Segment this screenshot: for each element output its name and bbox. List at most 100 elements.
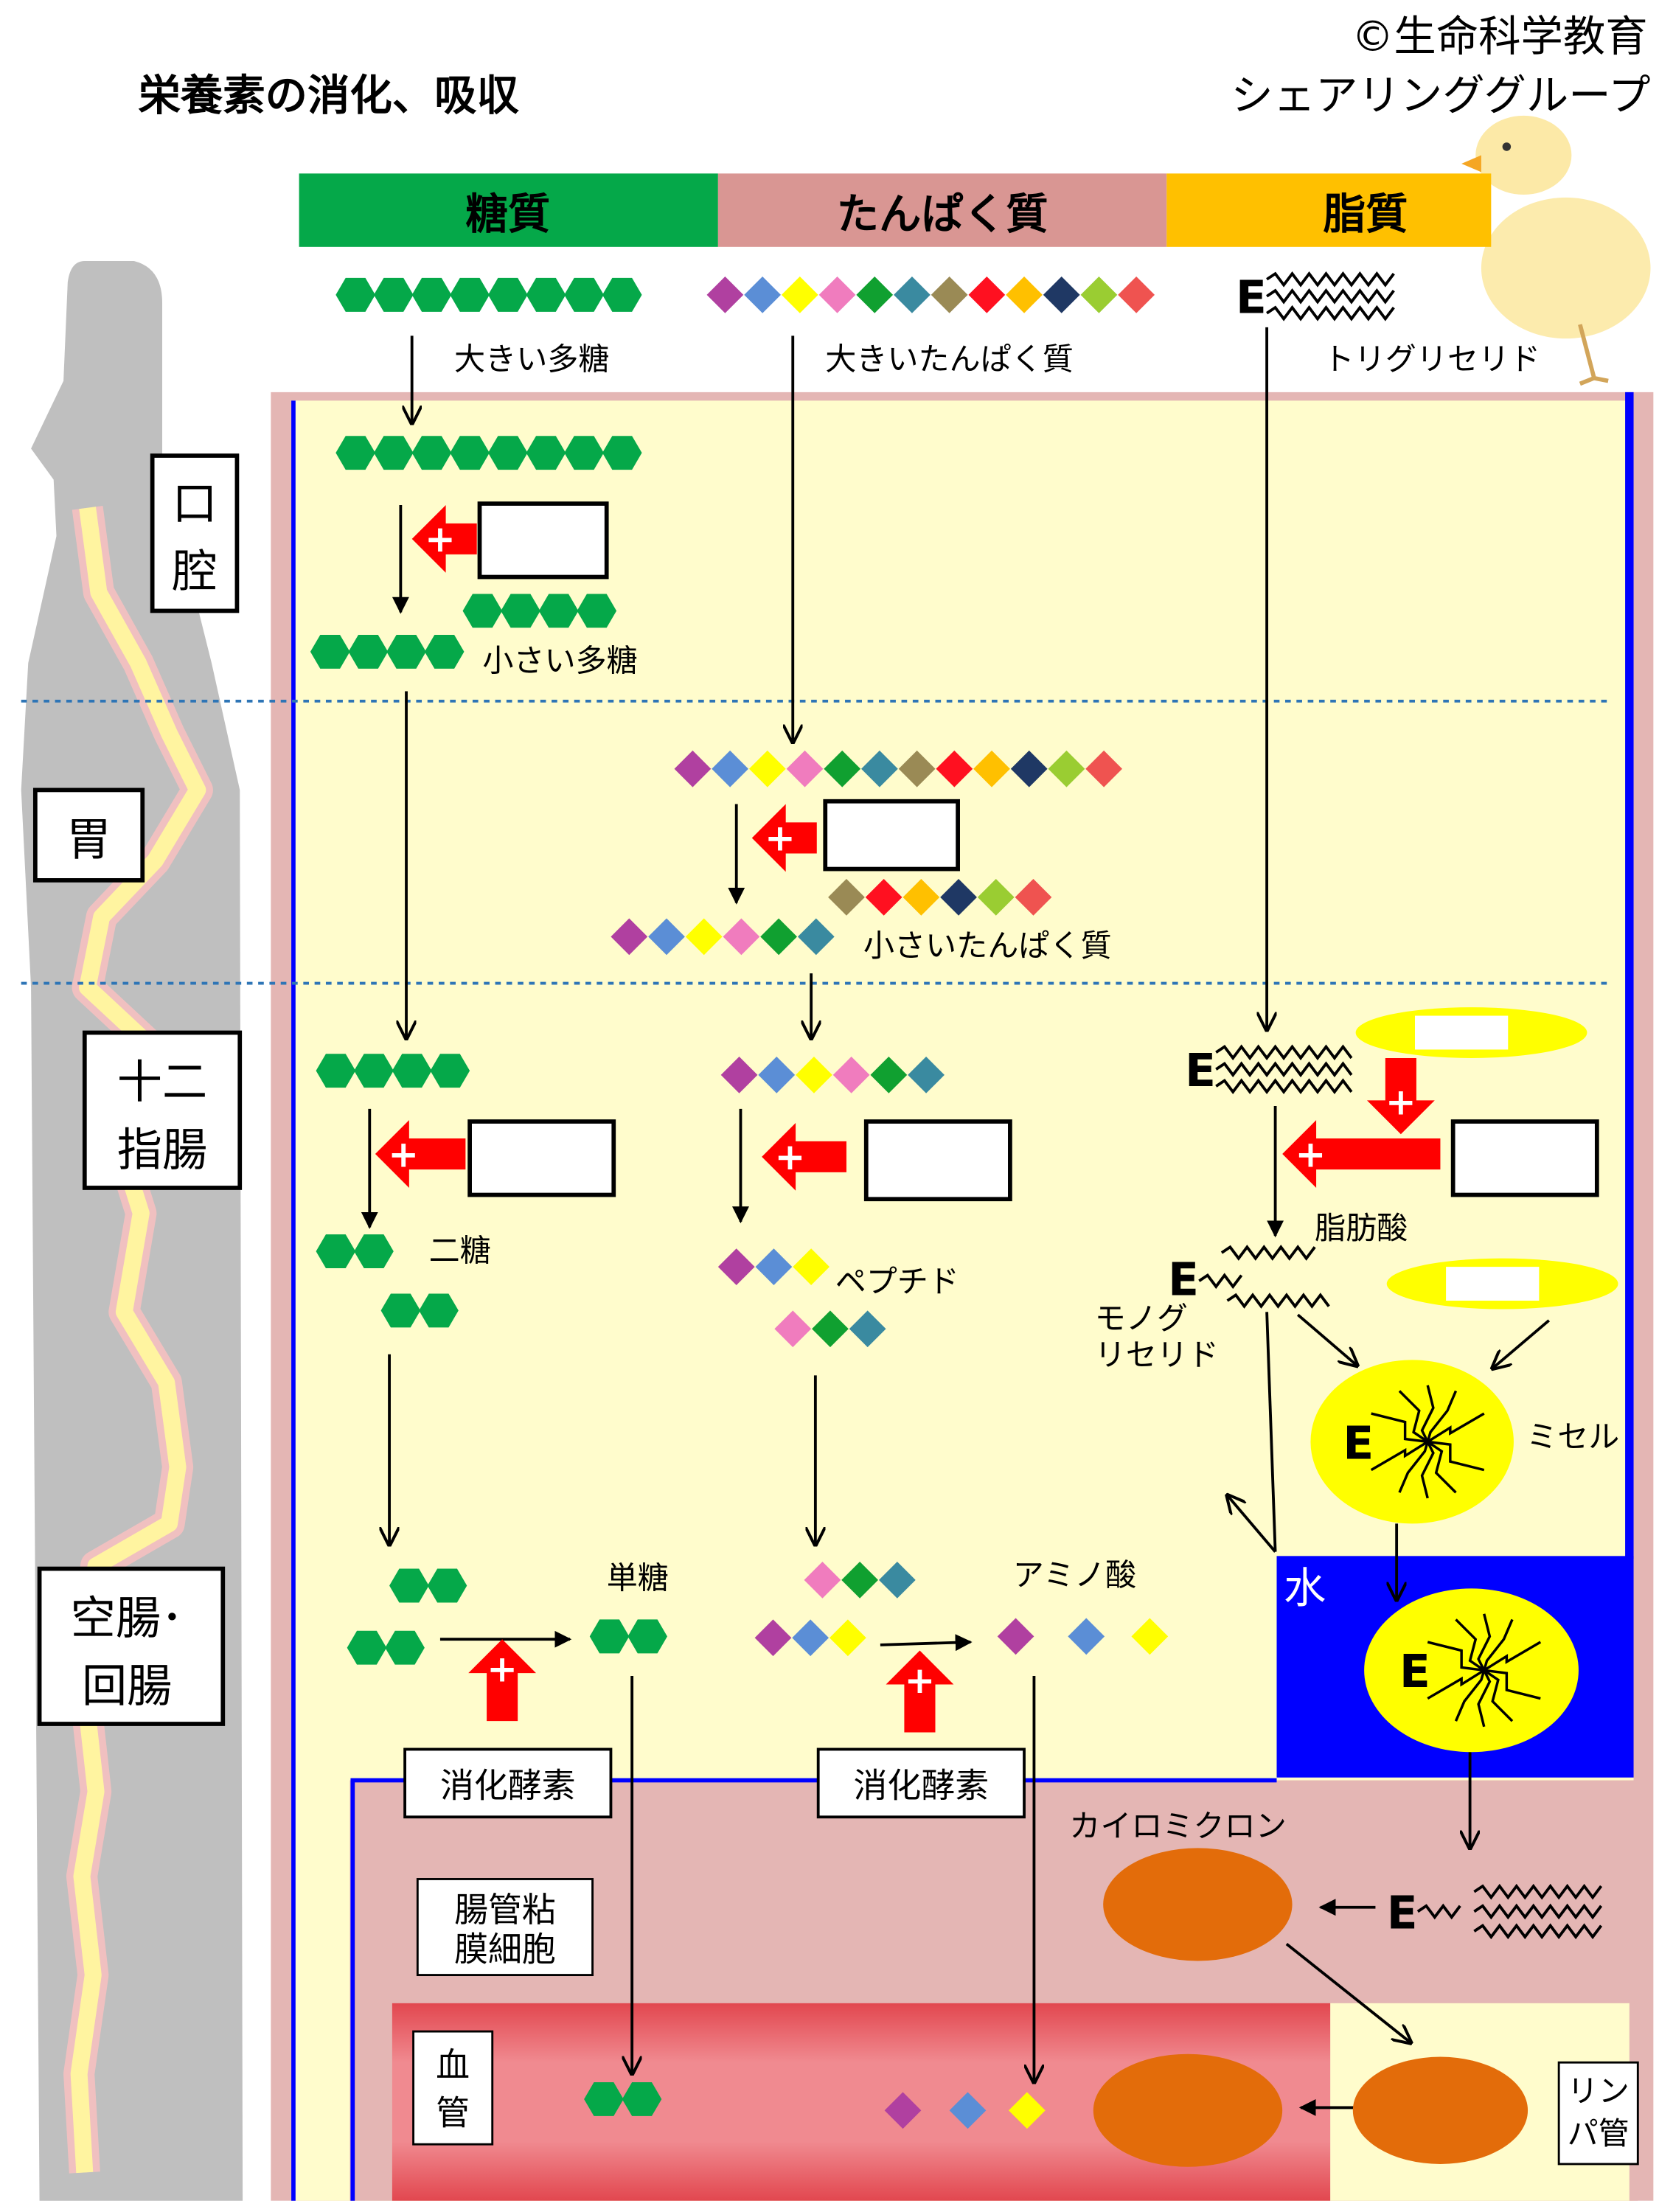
hexagon-sugar-unit [386,634,426,669]
hexagon-sugar-unit [347,1630,387,1665]
plus-sign: + [1385,1080,1416,1123]
fat-molecule: E [1387,1883,1603,1939]
diamond-amino-unit [1006,276,1043,313]
diamond-amino-unit [865,878,902,916]
diamond-amino-unit [781,276,818,313]
label-monoglyceride-1: モノグ [1095,1300,1188,1336]
svg-text:胃: 胃 [66,813,111,866]
svg-text:リン: リン [1568,2073,1630,2110]
fat-molecule: E [1168,1245,1330,1309]
protein-arrows [728,335,1034,2082]
svg-text:パ管: パ管 [1568,2115,1630,2152]
fat-arrows [1228,327,1551,2116]
label-large-protein: 大きいたんぱく質 [825,341,1074,377]
hexagon-sugar-unit [584,2081,624,2116]
hexagon-sugar-unit [564,277,604,312]
hexagon-sugar-unit [348,634,389,669]
plus-sign: + [765,817,796,860]
hexagon-sugar-unit [335,436,375,470]
hexagon-sugar-unit [380,1293,421,1328]
svg-text:E: E [1168,1253,1199,1306]
hexagon-sugar-unit [622,2081,662,2116]
chylomicron-blood [1093,2053,1283,2167]
label-large-polysaccharide: 大きい多糖 [454,341,609,377]
hexagon-sugar-unit [538,594,579,628]
header-carb [299,173,718,247]
svg-text:十二: 十二 [117,1057,207,1109]
label-monosaccharide: 単糖 [607,1559,669,1596]
bile-ellipses [1355,1007,1618,1310]
plus-sign: + [1295,1133,1326,1175]
diamond-amino-unit [1118,276,1155,313]
hexagon-sugar-unit [411,436,452,470]
hexagon-sugar-unit [385,1630,425,1665]
diamond-amino-unit [830,1619,866,1657]
red-enzyme-arrow [1282,1120,1441,1188]
amylase-blank-box [477,501,609,580]
diamond-amino-unit [712,750,748,787]
plus-sign: + [775,1135,806,1178]
page-title: 栄養素の消化、吸収 [138,71,519,120]
hexagon-sugar-unit [354,1234,394,1269]
svg-text:指腸: 指腸 [117,1124,207,1176]
svg-text:消化酵素: 消化酵素 [440,1765,576,1805]
label-small-polysaccharide: 小さい多糖 [482,643,637,679]
label-disaccharide: 二糖 [429,1232,491,1268]
red-enzyme-arrow [411,504,477,573]
red-enzyme-arrow [762,1122,846,1191]
svg-text:口: 口 [172,478,217,530]
hexagon-sugar-unit [526,436,566,470]
diamond-amino-unit [793,1248,830,1285]
enzyme-boxes [467,501,1599,1202]
trypsin-blank-box [863,1119,1012,1202]
lymph-vessel-label: リン パ管 [1557,2061,1639,2166]
diamond-amino-unit [818,276,856,313]
diamond-amino-unit [804,1561,841,1599]
hexagon-sugar-unit [335,277,375,312]
hexagon-sugar-unit [501,594,540,628]
svg-text:E: E [1236,272,1267,324]
hexagon-sugar-unit [419,1293,459,1328]
hexagon-sugar-unit [411,277,452,312]
chick-illustration [1461,115,1651,386]
label-chylomicron: カイロミクロン [1069,1808,1287,1844]
organ-stomach: 胃 [32,787,145,883]
label-micelle: ミセル [1526,1419,1619,1455]
micelle-lumen [1310,1360,1514,1524]
svg-text:管: 管 [436,2093,470,2132]
plus-sign: + [905,1659,936,1702]
fat-molecule: E [1236,271,1395,324]
diamond-amino-unit [940,878,977,916]
hexagon-sugar-unit [392,1054,432,1088]
svg-text:回腸: 回腸 [82,1660,172,1712]
hexagon-sugar-unit [526,277,566,312]
red-enzyme-arrow [751,804,817,872]
diamond-amino-unit [674,750,712,787]
hexagon-sugar-unit [374,277,414,312]
diamond-amino-unit [717,1248,755,1285]
plus-sign: + [487,1648,518,1691]
label-amino-acid: アミノ酸 [1013,1557,1136,1593]
mucosal-cell-label: 腸管粘 膜細胞 [416,1878,594,1977]
hexagon-sugar-unit [564,436,604,470]
hexagon-sugar-unit [424,634,465,669]
svg-text:腔: 腔 [172,546,217,598]
diamond-amino-unit [856,276,894,313]
blood-vessel-label: 血 管 [412,2030,494,2146]
label-peptide: ペプチド [835,1264,959,1300]
digestive-enzyme-label-protein: 消化酵素 [816,1747,1026,1819]
svg-text:消化酵素: 消化酵素 [854,1765,990,1805]
hexagon-sugar-unit [427,1568,467,1603]
glycerol-letter: E [1399,1646,1430,1698]
glycerol-letter: E [1343,1417,1374,1470]
label-small-protein: 小さいたんぱく質 [863,928,1112,964]
digestive-enzyme-label-carb: 消化酵素 [403,1747,613,1819]
hexagon-sugar-unit [577,594,617,628]
diamond-amino-unit [973,750,1010,787]
water-label: 水 [1284,1563,1326,1613]
svg-text:空腸･: 空腸･ [71,1593,184,1645]
diamond-amino-unit [748,750,786,787]
diamond-amino-unit [878,1561,916,1599]
pepsin-blank-box [823,799,960,872]
